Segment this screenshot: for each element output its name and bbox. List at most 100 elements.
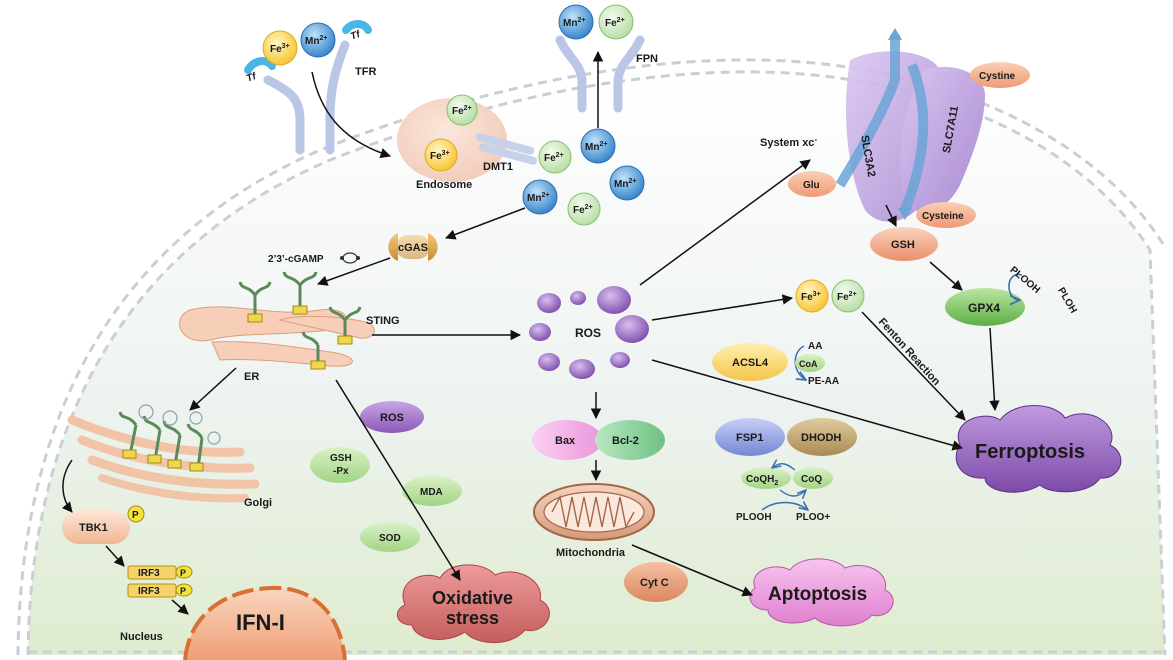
cgas: cGAS	[388, 233, 438, 261]
mn2-ion: Mn2+	[558, 4, 594, 40]
gsh: GSH	[870, 227, 938, 261]
svg-text:IRF3: IRF3	[138, 586, 160, 597]
mda-marker: MDA	[402, 476, 462, 506]
svg-text:stress: stress	[446, 608, 499, 628]
svg-text:Bcl-2: Bcl-2	[612, 435, 639, 447]
aa-coa-pathway: AA CoA PE-AA	[794, 341, 839, 387]
svg-text:GPX4: GPX4	[968, 301, 1000, 315]
fe2-ion: Fe2+	[567, 192, 601, 226]
svg-text:-Px: -Px	[333, 466, 349, 477]
svg-text:Mn2+: Mn2+	[585, 141, 607, 153]
tbk1: TBK1 P	[62, 505, 145, 544]
endoplasmic-reticulum: STING ER	[179, 271, 400, 383]
svg-text:P: P	[180, 586, 186, 596]
cgamp: 2’3’-cGAMP	[268, 252, 360, 265]
er-label: ER	[244, 371, 259, 383]
svg-text:Ferroptosis: Ferroptosis	[975, 441, 1085, 463]
ifn-label: IFN-I	[236, 610, 285, 635]
oxidative-stress-cloud: Oxidative stress	[396, 564, 550, 644]
gpx4: GPX4	[945, 288, 1025, 326]
svg-text:Fe3+: Fe3+	[270, 43, 290, 55]
svg-text:DHODH: DHODH	[801, 432, 841, 444]
fe2-ion: Fe2+	[831, 279, 865, 313]
svg-text:ACSL4: ACSL4	[732, 357, 769, 369]
glu: Glu	[788, 171, 836, 197]
pe-aa-label: PE-AA	[808, 376, 839, 387]
sting-label: STING	[366, 315, 400, 327]
cystine: Cystine	[970, 62, 1030, 88]
svg-text:Aptoptosis: Aptoptosis	[768, 584, 867, 605]
svg-text:Mn2+: Mn2+	[305, 35, 327, 47]
svg-text:MDA: MDA	[420, 487, 443, 498]
svg-text:Fe2+: Fe2+	[544, 152, 564, 164]
dhodh: DHODH	[787, 418, 857, 456]
svg-text:IRF3: IRF3	[138, 568, 160, 579]
plooh-label-2: PLOOH	[736, 512, 772, 523]
golgi-apparatus: Golgi	[67, 404, 272, 509]
svg-text:Cystine: Cystine	[979, 71, 1016, 82]
ion-group: Fe3+ Mn2+ Mn2+ Fe2+ Fe2+ Fe3+ Fe2+	[262, 4, 865, 313]
svg-text:Glu: Glu	[803, 180, 820, 191]
fsp1: FSP1	[715, 418, 785, 456]
svg-text:P: P	[180, 568, 186, 578]
bax: Bax	[532, 420, 602, 460]
dmt1-label: DMT1	[483, 161, 513, 173]
ros-label: ROS	[575, 326, 601, 340]
svg-text:Fe2+: Fe2+	[837, 291, 857, 303]
svg-text:Cysteine: Cysteine	[922, 211, 964, 222]
fe3-ion: Fe3+	[424, 138, 458, 172]
svg-text:FSP1: FSP1	[736, 432, 764, 444]
cgamp-label: 2’3’-cGAMP	[268, 254, 324, 265]
svg-text:Mn2+: Mn2+	[563, 17, 585, 29]
svg-text:Fe2+: Fe2+	[452, 105, 472, 117]
svg-text:Fe2+: Fe2+	[605, 17, 625, 29]
sod-marker: SOD	[360, 522, 420, 552]
system-xc-transporter: SLC3A2 SLC7A11 System xc-	[760, 28, 985, 222]
svg-text:ROS: ROS	[380, 412, 404, 424]
svg-text:Oxidative: Oxidative	[432, 588, 513, 608]
tf-label-right: Tf	[349, 28, 363, 42]
coa-label: CoA	[799, 359, 818, 369]
mitochondria-label: Mitochondria	[556, 547, 626, 559]
svg-text:Mn2+: Mn2+	[614, 178, 636, 190]
cgas-label: cGAS	[398, 242, 428, 254]
apoptosis-cloud: Aptoptosis	[749, 558, 894, 627]
svg-text:Cyt C: Cyt C	[640, 577, 669, 589]
fpn-exporter: FPN	[555, 35, 658, 113]
fe3-ion: Fe3+	[262, 30, 298, 66]
gsh-px-marker: GSH -Px	[310, 447, 370, 483]
system-xc-label: System xc-	[760, 135, 817, 149]
mn2-ion: Mn2+	[300, 22, 336, 58]
irf3-pair: IRF3 P IRF3 P	[127, 565, 193, 598]
fe3-ion: Fe3+	[795, 279, 829, 313]
ploo-label: PLOO+	[796, 512, 830, 523]
ferroptosis-cloud: Ferroptosis	[955, 405, 1122, 493]
mn2-ion: Mn2+	[522, 179, 558, 215]
aa-label: AA	[808, 341, 822, 352]
cytochrome-c: Cyt C	[624, 562, 688, 602]
cysteine: Cysteine	[916, 202, 976, 228]
svg-text:CoQH2: CoQH2	[746, 474, 778, 487]
bcl2: Bcl-2	[595, 420, 665, 460]
svg-text:GSH: GSH	[891, 239, 915, 251]
tfr-label: TFR	[355, 66, 376, 78]
fe2-ion: Fe2+	[598, 4, 634, 40]
tfr-receptor: Tf Tf TFR	[244, 20, 376, 155]
svg-text:Fe3+: Fe3+	[801, 291, 821, 303]
svg-text:Bax: Bax	[555, 435, 576, 447]
svg-text:Fe2+: Fe2+	[573, 204, 593, 216]
acsl4: ACSL4	[712, 343, 788, 381]
phosphate-label: P	[132, 510, 139, 521]
svg-text:SOD: SOD	[379, 533, 401, 544]
fe2-ion: Fe2+	[538, 140, 572, 174]
endosome: Endosome DMT1	[397, 98, 538, 191]
endosome-label: Endosome	[416, 179, 472, 191]
svg-text:GSH: GSH	[330, 453, 352, 464]
svg-text:Fe3+: Fe3+	[430, 150, 450, 162]
nucleus-label: Nucleus	[120, 631, 163, 643]
svg-text:CoQ: CoQ	[801, 474, 822, 485]
mn2-ion: Mn2+	[580, 128, 616, 164]
nucleus: IFN-I Nucleus	[120, 585, 347, 660]
svg-text:TBK1: TBK1	[79, 522, 108, 534]
